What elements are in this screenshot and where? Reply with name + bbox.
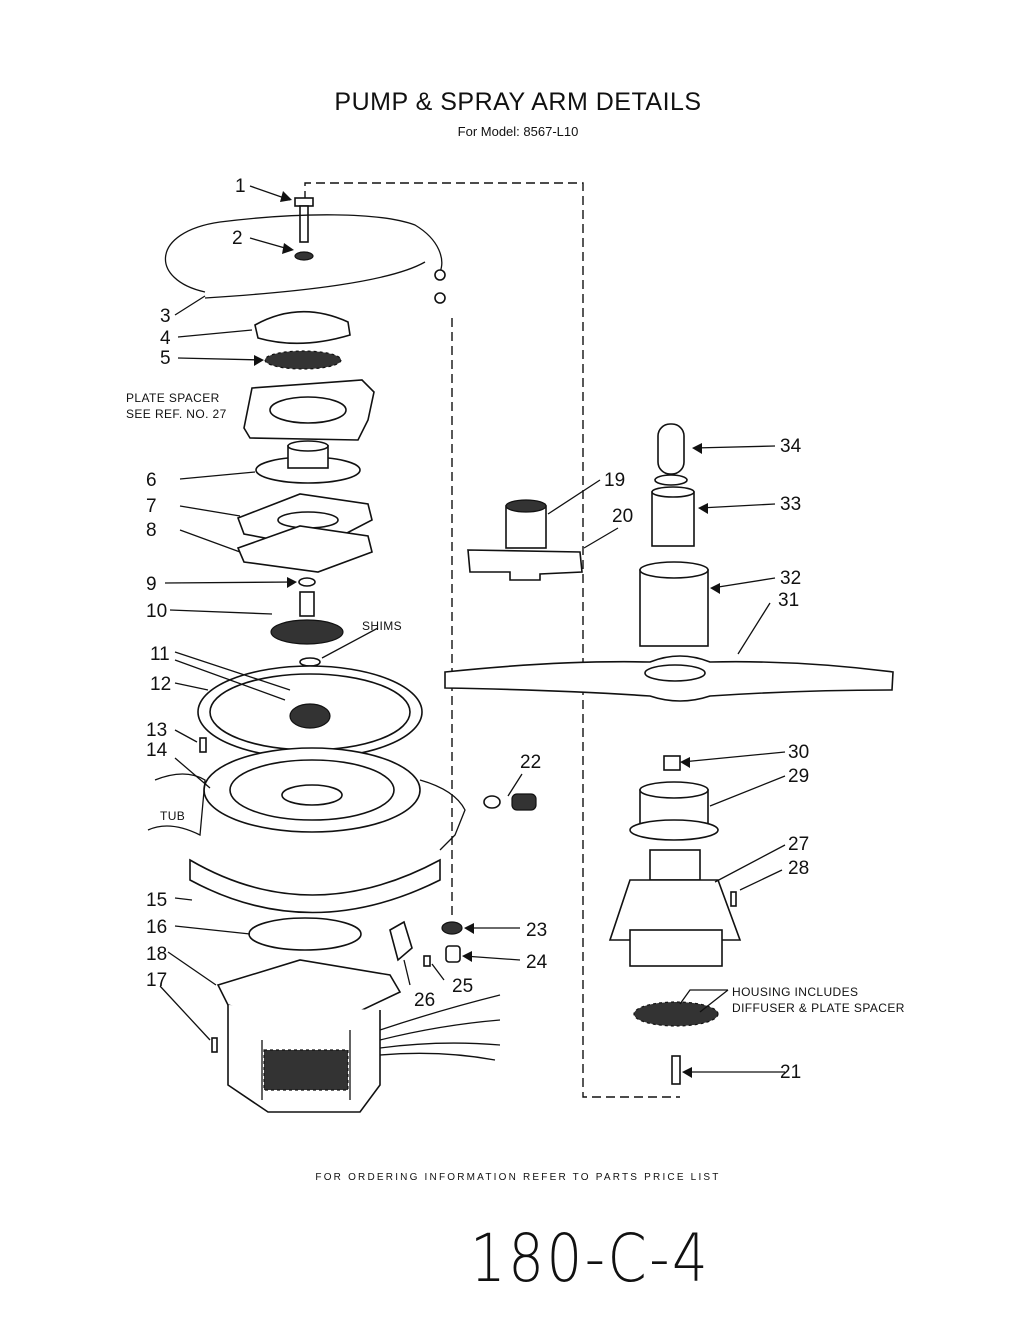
label-part-23: 23 xyxy=(526,920,547,941)
label-part-27: 27 xyxy=(788,834,809,855)
part-33-tower-middle xyxy=(651,486,695,547)
part-3-heater-element-inner xyxy=(204,261,426,299)
part-17-screw xyxy=(211,1037,218,1053)
part-10-impeller xyxy=(270,591,344,645)
label-part-1: 1 xyxy=(235,176,246,197)
callout-housing-2: DIFFUSER & PLATE SPACER xyxy=(732,1001,905,1015)
label-part-15: 15 xyxy=(146,890,167,911)
part-14-pump-base xyxy=(203,747,421,833)
label-part-3: 3 xyxy=(160,306,171,327)
callout-plate-spacer-1: PLATE SPACER xyxy=(126,391,220,405)
label-part-12: 12 xyxy=(150,674,171,695)
label-part-17: 17 xyxy=(146,970,167,991)
callout-housing-1: HOUSING INCLUDES xyxy=(732,985,858,999)
handwritten-note: 180-C-4 xyxy=(470,1220,711,1297)
part-28-screw xyxy=(730,891,737,907)
part-30-cap xyxy=(663,755,681,771)
part-29-hub xyxy=(629,781,719,841)
part-32-tower-bottom xyxy=(639,561,709,647)
label-part-34: 34 xyxy=(780,436,802,457)
part-26-clip xyxy=(389,920,413,962)
label-part-6: 6 xyxy=(146,470,157,491)
label-part-21: 21 xyxy=(780,1062,801,1083)
label-part-20: 20 xyxy=(612,506,633,527)
model-subtitle: For Model: 8567-L10 xyxy=(457,124,579,139)
part-2-washer xyxy=(294,251,314,261)
part-12-ring xyxy=(197,665,423,759)
tub-right xyxy=(419,779,466,851)
part-3-terminal xyxy=(434,292,446,304)
label-part-33: 33 xyxy=(780,494,801,515)
part-3-heater-element xyxy=(164,214,443,293)
label-part-9: 9 xyxy=(146,574,157,595)
motor xyxy=(227,1005,381,1113)
label-part-30: 30 xyxy=(788,742,809,763)
label-part-25: 25 xyxy=(452,976,473,997)
page-title: PUMP & SPRAY ARM DETAILS xyxy=(334,88,702,116)
label-part-10: 10 xyxy=(146,601,167,622)
callout-tub: TUB xyxy=(160,809,185,823)
part-24-fitting xyxy=(445,945,461,963)
leader-lines xyxy=(159,185,786,1073)
label-part-11: 11 xyxy=(150,644,170,665)
part-6-diffuser xyxy=(255,440,361,484)
label-part-22: 22 xyxy=(520,752,541,773)
arrowheads xyxy=(254,191,720,1078)
part-4-cover xyxy=(254,310,351,345)
part-23-grommet xyxy=(441,921,463,935)
tub xyxy=(147,773,206,837)
part-34-tower-top xyxy=(654,423,688,486)
part-27-housing xyxy=(608,849,742,967)
label-part-31: 31 xyxy=(778,590,799,611)
label-part-19: 19 xyxy=(604,470,625,491)
motor-wires xyxy=(379,994,501,1061)
part-13-screw xyxy=(199,737,207,753)
label-part-14: 14 xyxy=(146,740,168,761)
label-part-26: 26 xyxy=(414,990,435,1011)
part-5-gear xyxy=(264,350,342,370)
part-21-screw xyxy=(671,1055,681,1085)
part-3-terminal xyxy=(434,269,446,281)
assembly-guide-dashed xyxy=(304,182,680,1098)
label-part-18: 18 xyxy=(146,944,167,965)
plate-spacer xyxy=(243,379,375,441)
label-part-7: 7 xyxy=(146,496,157,517)
part-25-screw xyxy=(423,955,431,967)
callout-plate-spacer-2: SEE REF. NO. 27 xyxy=(126,407,227,421)
label-part-32: 32 xyxy=(780,568,801,589)
part-9-o-ring xyxy=(298,577,316,587)
label-part-16: 16 xyxy=(146,917,167,938)
label-part-2: 2 xyxy=(232,228,243,249)
label-part-8: 8 xyxy=(146,520,157,541)
diffuser xyxy=(633,1001,719,1027)
callout-shims: SHIMS xyxy=(362,619,402,633)
label-part-13: 13 xyxy=(146,720,167,741)
part-22-clamp xyxy=(483,793,537,811)
part-15-support-ring xyxy=(189,858,441,914)
label-part-24: 24 xyxy=(526,952,548,973)
part-16-plate xyxy=(248,917,362,951)
part-8-plate xyxy=(236,525,373,573)
part-19-bushing xyxy=(505,499,547,549)
part-1-bolt xyxy=(294,197,314,243)
ordering-footer: FOR ORDERING INFORMATION REFER TO PARTS … xyxy=(315,1172,721,1183)
part-20-bracket xyxy=(467,549,583,581)
label-part-4: 4 xyxy=(160,328,171,349)
part-31-spray-arm xyxy=(444,655,894,702)
label-part-28: 28 xyxy=(788,858,809,879)
label-part-5: 5 xyxy=(160,348,171,369)
label-part-29: 29 xyxy=(788,766,809,787)
